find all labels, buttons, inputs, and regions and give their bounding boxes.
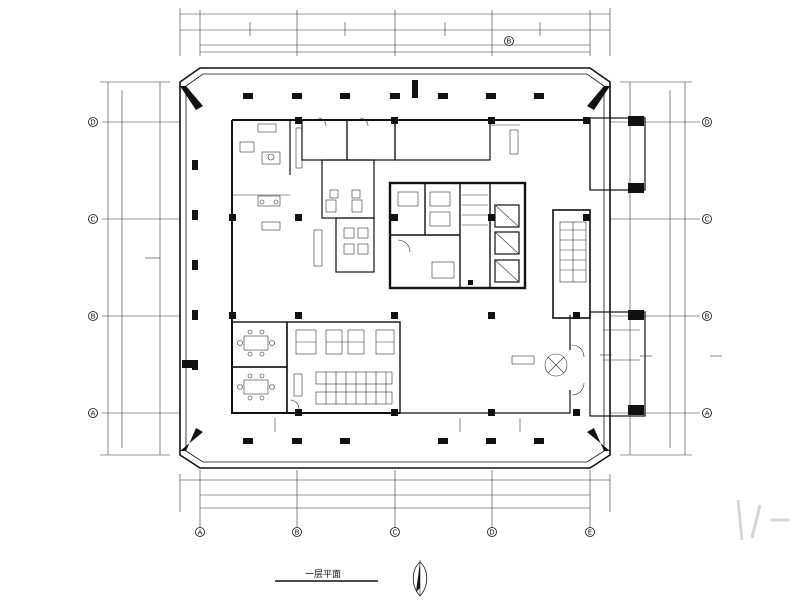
axis-label-bottom-3: C bbox=[393, 529, 398, 537]
top-left-office bbox=[232, 117, 369, 267]
right-stairwell bbox=[552, 209, 591, 319]
north-arrow-icon bbox=[412, 560, 428, 597]
axis-bubble-top: B bbox=[504, 36, 514, 46]
drawing-title: 一层平面 bbox=[275, 569, 378, 582]
axis-label-right-1: D bbox=[704, 119, 709, 127]
axis-label-left-3: B bbox=[91, 313, 96, 321]
right-annex bbox=[589, 116, 646, 417]
top-dimension-lines bbox=[179, 8, 611, 56]
annotation-marks bbox=[145, 257, 722, 432]
drawing-title-text: 一层平面 bbox=[305, 569, 341, 580]
axis-bubbles-right: D C B A bbox=[702, 117, 712, 418]
interior-perimeter bbox=[231, 119, 591, 414]
axis-label-right-4: A bbox=[705, 410, 710, 418]
axis-label-bottom-2: B bbox=[295, 529, 300, 537]
axis-label-bottom-1: A bbox=[198, 529, 203, 537]
watermark-icon bbox=[736, 499, 790, 541]
axis-label-bottom-4: D bbox=[489, 529, 494, 537]
building-core bbox=[388, 181, 527, 290]
axis-bubbles-bottom: A B C D E bbox=[195, 527, 595, 537]
lobby-area bbox=[511, 344, 585, 396]
axis-label-left-2: C bbox=[91, 216, 96, 224]
axis-label-right-3: B bbox=[705, 313, 710, 321]
workstation-area bbox=[286, 321, 401, 414]
axis-label-bottom-5: E bbox=[588, 529, 592, 537]
outer-building-shell bbox=[179, 67, 611, 469]
left-dimension-lines bbox=[100, 81, 180, 456]
bottom-left-meeting-rooms bbox=[231, 321, 288, 414]
facade-elements bbox=[182, 80, 544, 444]
axis-label-left-4: A bbox=[91, 410, 96, 418]
top-middle-rooms bbox=[301, 119, 520, 273]
axis-label-left-1: D bbox=[90, 119, 95, 127]
axis-bubbles-left: D C B A bbox=[88, 117, 98, 418]
bottom-dimension-lines bbox=[179, 470, 611, 528]
axis-label-right-2: C bbox=[705, 216, 710, 224]
right-dimension-lines bbox=[610, 81, 700, 456]
axis-label-top: B bbox=[507, 38, 512, 46]
structural-columns bbox=[229, 117, 590, 416]
